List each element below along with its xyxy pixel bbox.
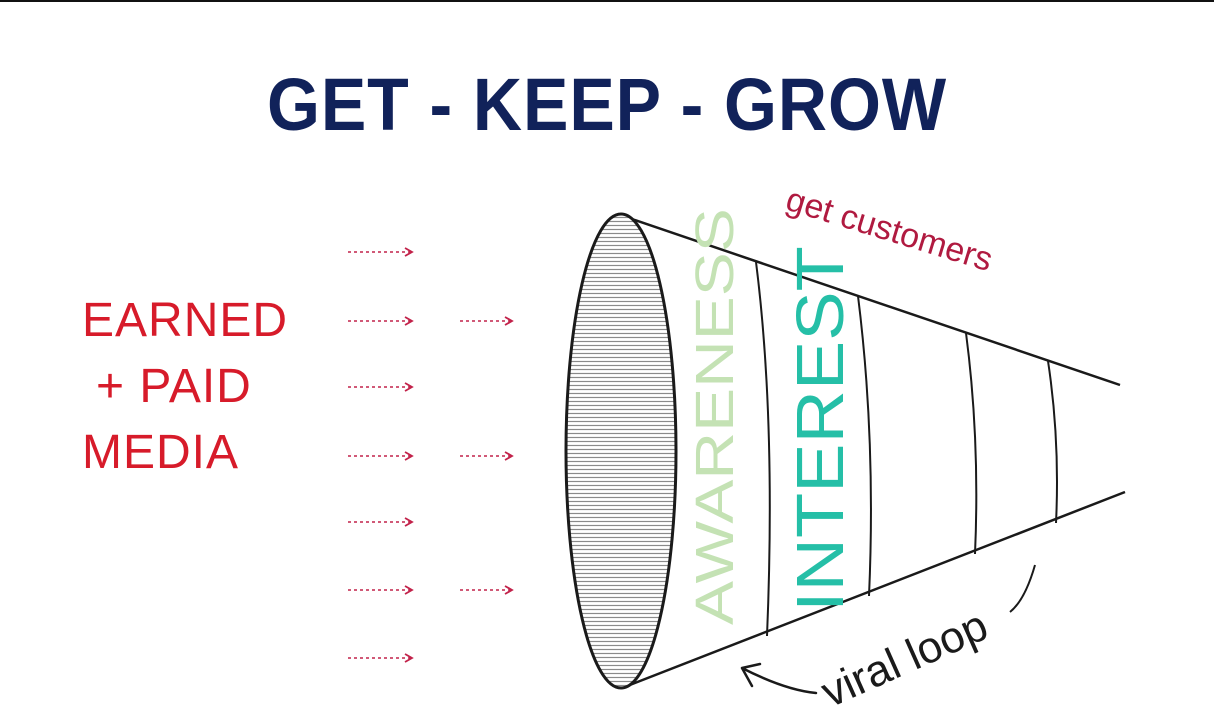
funnel-bottom-edge xyxy=(621,490,1126,690)
funnel-divider-4 xyxy=(1047,360,1058,524)
funnel-divider-2 xyxy=(857,295,872,597)
interest-label: INTEREST xyxy=(782,246,857,612)
awareness-label: AWARENESS xyxy=(684,208,745,625)
top-border xyxy=(0,0,1214,2)
hatched-funnel-mouth xyxy=(564,212,678,690)
funnel: AWARENESS INTEREST xyxy=(564,208,1126,690)
viral-loop-arc xyxy=(1009,564,1036,613)
diagram-title: GET - KEEP - GROW xyxy=(266,63,948,146)
viral-loop-arrow-icon xyxy=(740,662,818,695)
media-line-1: EARNED xyxy=(82,294,289,347)
funnel-divider-1 xyxy=(755,261,771,637)
incoming-arrows xyxy=(348,247,514,663)
funnel-divider-3 xyxy=(965,332,978,555)
media-line-3: MEDIA xyxy=(82,426,240,479)
earned-paid-media-label: EARNED + PAID MEDIA xyxy=(82,288,288,486)
viral-loop-label: viral loop xyxy=(814,601,995,717)
media-line-2: + PAID xyxy=(96,360,252,413)
funnel-top-edge xyxy=(619,213,1121,387)
